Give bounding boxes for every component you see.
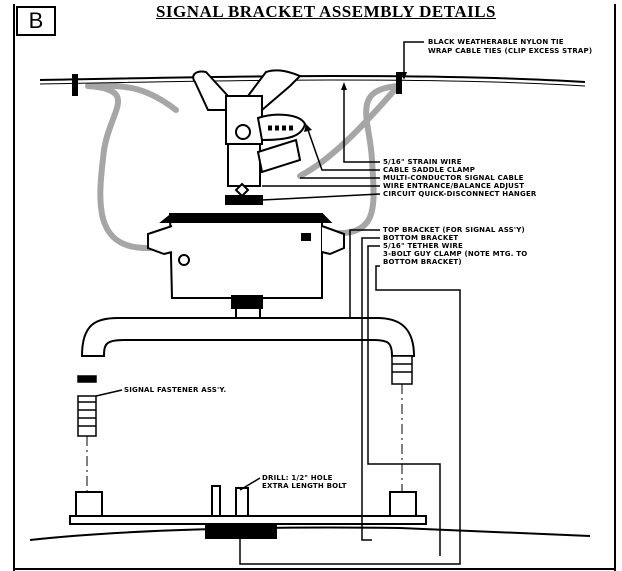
centerlines bbox=[86, 384, 403, 492]
callout-saddle-clamp: CABLE SADDLE CLAMP bbox=[383, 166, 476, 174]
sheet-frame bbox=[13, 4, 616, 571]
leader-arrowheads bbox=[304, 72, 407, 132]
strain-wire bbox=[39, 74, 586, 87]
callout-guy-clamp-line1: 3-BOLT GUY CLAMP (NOTE MTG. TO bbox=[383, 250, 528, 258]
saddle-clamp bbox=[192, 69, 307, 145]
callout-wire-entrance: WIRE ENTRANCE/BALANCE ADJUST bbox=[383, 182, 525, 190]
signal-fasteners bbox=[77, 355, 413, 437]
callout-guy-clamp-line2: BOTTOM BRACKET) bbox=[383, 258, 462, 266]
callout-tie-wraps-line2: WRAP CABLE TIES (CLIP EXCESS STRAP) bbox=[428, 47, 593, 55]
quick-disconnect-hanger bbox=[225, 138, 302, 205]
callout-signal-cable: MULTI-CONDUCTOR SIGNAL CABLE bbox=[383, 174, 524, 182]
callout-tie-wraps-line1: BLACK WEATHERABLE NYLON TIE bbox=[428, 38, 564, 46]
drawing-title: SIGNAL BRACKET ASSEMBLY DETAILS bbox=[155, 2, 497, 21]
cable-tie-wraps bbox=[72, 72, 402, 96]
callout-signal-fastener: SIGNAL FASTENER ASS'Y. bbox=[124, 386, 227, 394]
callout-disconnect-hanger: CIRCUIT QUICK-DISCONNECT HANGER bbox=[383, 190, 537, 198]
callout-tether-wire: 5/16" TETHER WIRE bbox=[383, 242, 463, 250]
top-bracket bbox=[80, 307, 416, 357]
callout-drill-hole: DRILL: 1/2" HOLE bbox=[262, 474, 333, 482]
callout-bottom-bracket: BOTTOM BRACKET bbox=[383, 234, 459, 242]
callout-top-bracket: TOP BRACKET (FOR SIGNAL ASS'Y) bbox=[383, 226, 525, 234]
signal-housing bbox=[147, 213, 345, 309]
signal-cable bbox=[85, 82, 401, 252]
callout-extra-bolt: EXTRA LENGTH BOLT bbox=[262, 482, 347, 490]
callout-strain-wire: 5/16" STRAIN WIRE bbox=[383, 158, 462, 166]
detail-badge: B bbox=[16, 6, 56, 36]
leader-lines bbox=[95, 41, 461, 565]
bottom-bracket bbox=[29, 485, 591, 541]
